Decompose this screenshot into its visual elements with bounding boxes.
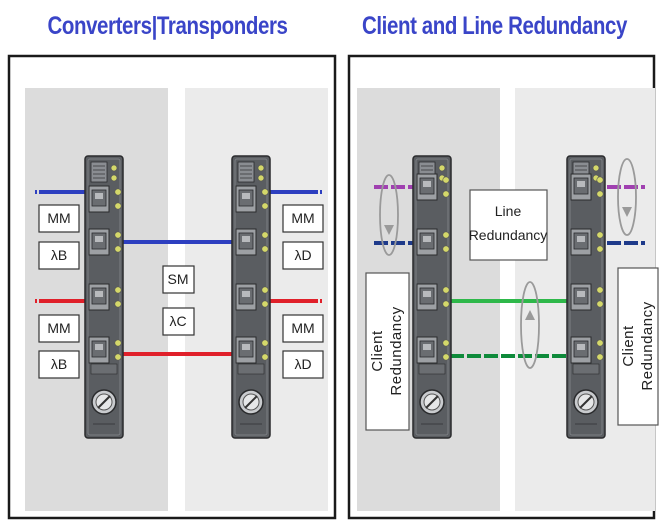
line-redundancy-label-1: Line xyxy=(495,203,522,219)
left-panel: MM λB MM λB MM λD MM λD SM λC xyxy=(7,54,337,520)
left-label-mm-1: MM xyxy=(47,210,70,226)
left-label-lambda-b-2: λB xyxy=(51,356,67,372)
client-redundancy-right-label-1: Client xyxy=(620,325,637,367)
center-label-lambda-c: λC xyxy=(169,313,186,329)
left-label-lambda-b-1: λB xyxy=(51,247,67,263)
left-label-mm-2: MM xyxy=(47,320,70,336)
heading-converters-transponders: Converters|Transponders xyxy=(47,12,288,40)
right-label-lambda-d-1: λD xyxy=(294,247,311,263)
right-label-mm-2: MM xyxy=(291,320,314,336)
client-redundancy-left-label-2: Redundancy xyxy=(388,306,405,395)
center-label-sm: SM xyxy=(168,271,189,287)
right-panel: Line Redundancy Client Redundancy Client… xyxy=(347,54,659,520)
client-redundancy-left-label-1: Client xyxy=(369,330,386,372)
converter-module-right xyxy=(231,155,271,439)
converter-module-left xyxy=(84,155,124,439)
redundancy-module-right xyxy=(566,155,606,439)
heading-client-line-redundancy: Client and Line Redundancy xyxy=(362,12,627,40)
redundancy-module-left xyxy=(412,155,452,439)
right-label-mm-1: MM xyxy=(291,210,314,226)
line-redundancy-label-2: Redundancy xyxy=(469,227,548,243)
client-redundancy-right-label-2: Redundancy xyxy=(639,301,656,390)
right-label-lambda-d-2: λD xyxy=(294,356,311,372)
